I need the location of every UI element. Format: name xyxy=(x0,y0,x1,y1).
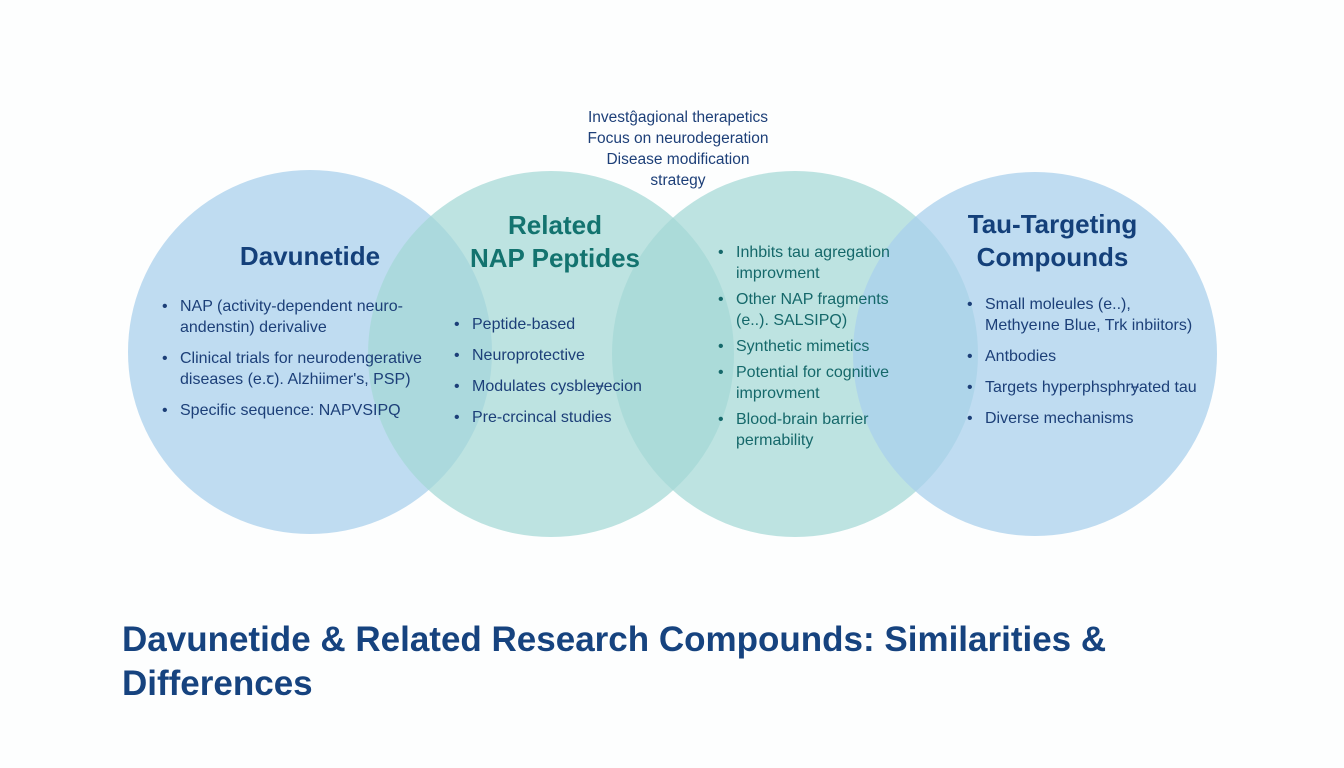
shared-characteristics-note: Investĝagional therapetics Focus on neur… xyxy=(528,107,828,191)
list-item: NAP (activity-dependent neuro-andenstin)… xyxy=(162,296,442,338)
nap-peptides-list: Peptide-based Neuroprotective Modulates … xyxy=(454,314,654,438)
note-line: Disease modification xyxy=(606,151,750,168)
list-item: Blood-brain barrier permability xyxy=(718,409,908,451)
list-item: Clinical trials for neurodengerative dis… xyxy=(162,348,442,390)
list-item: Small moleules (e..), Methyeıne Blue, Tr… xyxy=(967,294,1207,336)
list-item: Peptide-based xyxy=(454,314,654,335)
list-item: Targets hyperphsphrɏated tau xyxy=(967,377,1207,398)
tau-targeting-title: Tau-Targeting Compounds xyxy=(935,208,1170,274)
davunetide-list: NAP (activity-dependent neuro-andenstin)… xyxy=(162,296,442,431)
title-line: Related xyxy=(508,210,602,240)
title-line: Compounds xyxy=(976,242,1129,272)
shared-list: Inhbits tau agregation improvment Other … xyxy=(718,242,908,456)
list-item: Synthetic mimetics xyxy=(718,336,908,357)
note-line: Focus on neurodegeration xyxy=(587,130,769,147)
list-item: Specific sequence: NAPVSIPQ xyxy=(162,400,442,421)
title-line: Davunetide xyxy=(239,241,381,271)
list-item: Neuroprotective xyxy=(454,345,654,366)
list-item: Inhbits tau agregation improvment xyxy=(718,242,908,284)
note-line: strategy xyxy=(650,172,706,189)
list-item: Other NAP fragments (e..). SALSIPQ) xyxy=(718,289,908,331)
note-line: Investĝagional therapetics xyxy=(587,109,769,126)
list-item: Potential for cognitive improvment xyxy=(718,362,908,404)
list-item: Modulates cysbleɏecion xyxy=(454,376,654,397)
tau-targeting-list: Small moleules (e..), Methyeıne Blue, Tr… xyxy=(967,294,1207,439)
nap-peptides-title: Related NAP Peptides xyxy=(430,209,680,275)
list-item: Pre-crcincal studies xyxy=(454,407,654,428)
title-line: NAP Peptides xyxy=(469,243,640,273)
title-line: Tau-Targeting xyxy=(967,209,1138,239)
list-item: Diverse mechanisms xyxy=(967,408,1207,429)
list-item: Antbodies xyxy=(967,346,1207,367)
davunetide-title: Davunetide xyxy=(190,240,430,273)
page-title: Davunetide & Related Research Compounds:… xyxy=(122,620,1107,703)
